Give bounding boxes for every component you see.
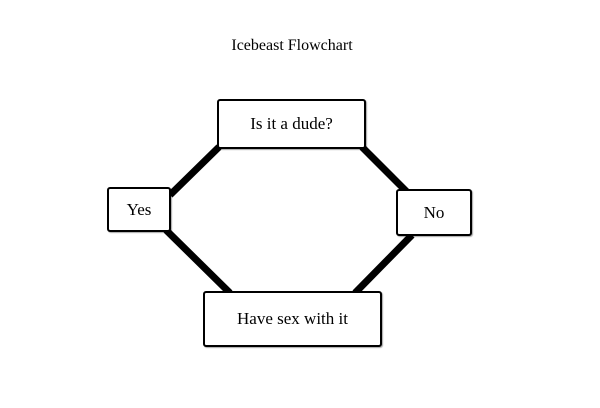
node-action: Have sex with it xyxy=(203,291,382,347)
node-no-label: No xyxy=(423,202,445,222)
node-action-label: Have sex with it xyxy=(237,309,348,328)
edge-no-to-action xyxy=(352,232,415,296)
edge-question-to-yes xyxy=(167,144,222,198)
node-question: Is it a dude? xyxy=(217,99,366,149)
edge-question-to-no xyxy=(359,144,410,195)
edge-yes-to-action xyxy=(163,227,233,296)
diagram-title: Icebeast Flowchart xyxy=(231,37,353,54)
node-question-label: Is it a dude? xyxy=(250,114,333,133)
node-no: No xyxy=(396,189,472,236)
node-yes: Yes xyxy=(107,187,171,232)
node-yes-label: Yes xyxy=(126,199,152,219)
